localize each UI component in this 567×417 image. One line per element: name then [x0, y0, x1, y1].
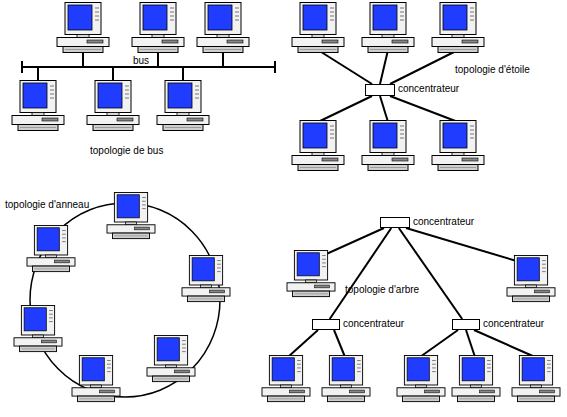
topology-title: topologie d'arbre	[345, 284, 419, 296]
hub-label: concentrateur	[398, 83, 459, 95]
bus-label: bus	[133, 55, 149, 67]
hub-label: concentrateur	[413, 216, 474, 228]
hub-label: concentrateur	[483, 318, 544, 330]
topology-title: topologie d'étoile	[455, 64, 530, 76]
topology-title: topologie de bus	[90, 145, 163, 157]
hub-link	[330, 228, 392, 319]
hub-box: concentrateur	[312, 319, 340, 330]
hub-label: concentrateur	[343, 318, 404, 330]
hub-box: concentrateur	[380, 217, 410, 228]
hub-box: concentrateur	[365, 84, 395, 96]
topology-title: topologie d'anneau	[5, 199, 89, 211]
hub-box: concentrateur	[452, 319, 480, 330]
hub-link	[399, 228, 462, 319]
